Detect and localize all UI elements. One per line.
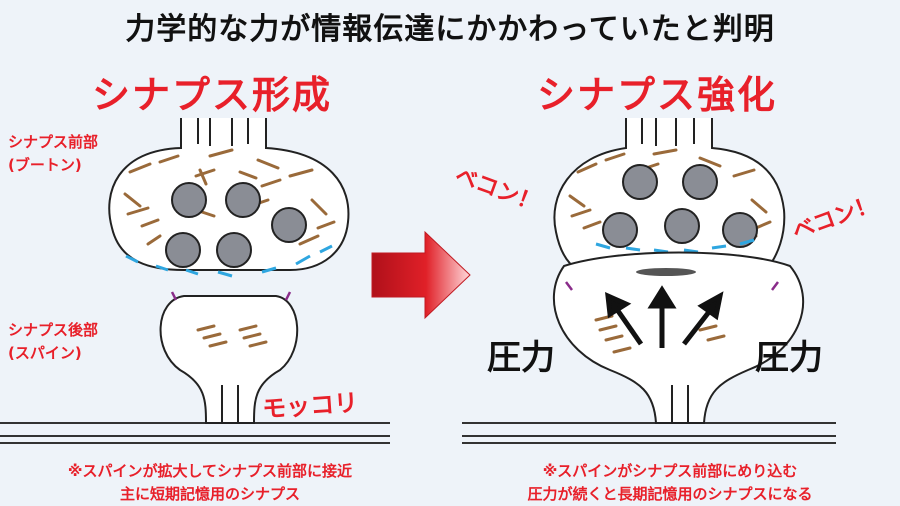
right-spine [552, 251, 805, 424]
right-note-line2: 圧力が続くと長期記憶用のシナプスになる [527, 485, 813, 503]
presynaptic-label-line2: (ブートン) [8, 156, 82, 174]
presynaptic-label: シナプス前部 (ブートン) [8, 131, 98, 177]
left-vesicles [165, 182, 307, 268]
transition-arrow [371, 230, 471, 320]
left-spine [159, 291, 299, 424]
left-note-line2: 主に短期記憶用のシナプス [119, 485, 300, 503]
left-heading: シナプス形成 [92, 73, 333, 117]
bulge-label: モッコリ [261, 388, 360, 424]
pressure-right-label: 圧力 [755, 338, 823, 378]
left-note-line1: ※スパインが拡大してシナプス前部に接近 [67, 462, 353, 480]
presynaptic-label-line1: シナプス前部 [8, 133, 99, 151]
postsynaptic-label-line1: シナプス後部 [8, 321, 99, 339]
postsynaptic-label-line2: (スパイン) [8, 344, 82, 362]
page-title: 力学的な力が情報伝達にかかわっていたと判明 [125, 12, 775, 47]
left-note: ※スパインが拡大してシナプス前部に接近 主に短期記憶用のシナプス [0, 460, 420, 506]
right-note-line1: ※スパインがシナプス前部にめり込む [542, 462, 798, 480]
left-receptors [125, 244, 333, 278]
pressure-left-label: 圧力 [487, 338, 555, 378]
right-heading: シナプス強化 [537, 73, 778, 117]
right-dendrite [462, 422, 836, 444]
left-dendrite [0, 422, 390, 444]
postsynaptic-label: シナプス後部 (スパイン) [8, 319, 98, 365]
pressure-arrows [605, 285, 724, 348]
right-vesicles [602, 164, 758, 248]
left-fibers [123, 148, 336, 246]
right-note: ※スパインがシナプス前部にめり込む 圧力が続くと長期記憶用のシナプスになる [440, 460, 900, 506]
right-bouton [553, 118, 786, 271]
